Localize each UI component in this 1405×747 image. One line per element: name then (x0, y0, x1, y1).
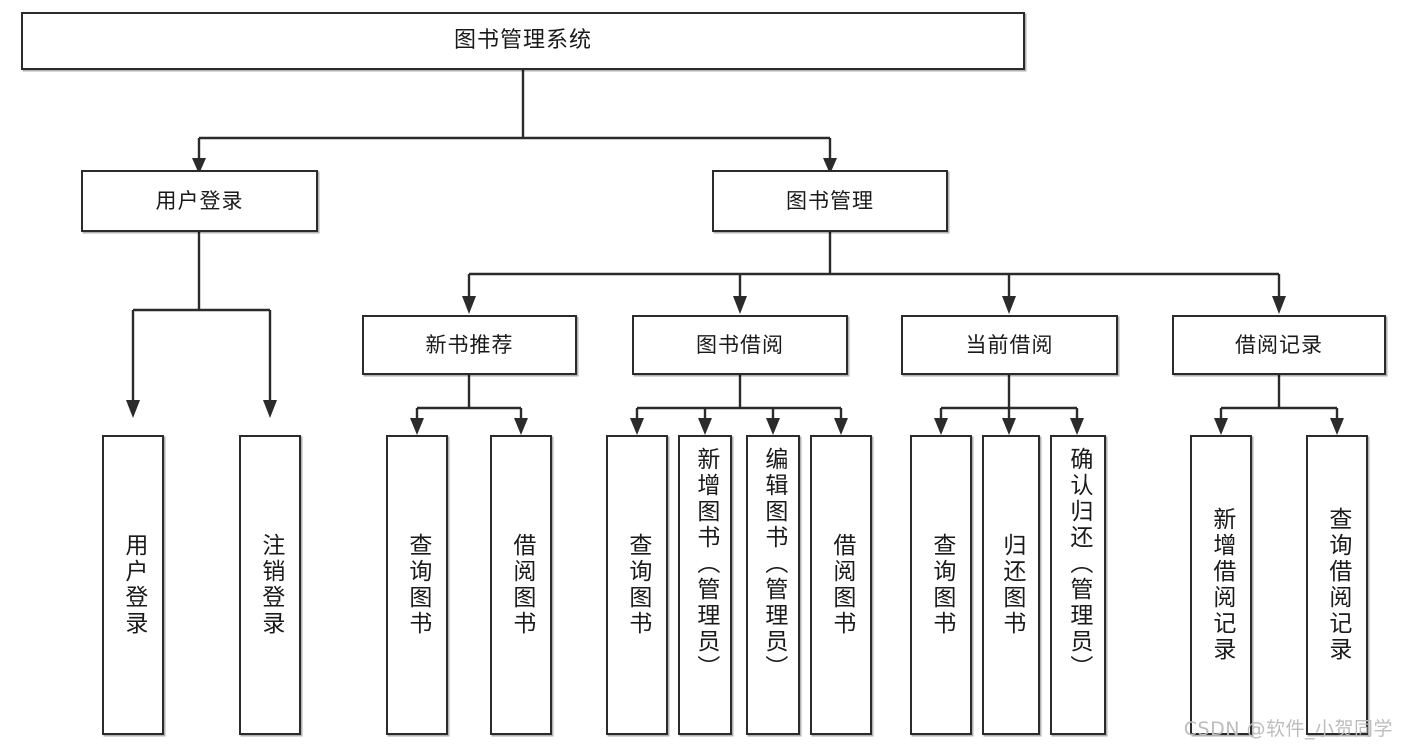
node-label-leaf-borrow-book-1: 借阅图书 (508, 533, 535, 637)
node-label-leaf-add-book: 新增图书（管理员） (692, 447, 719, 681)
node-new-book-recommend[interactable]: 新书推荐 (362, 315, 577, 375)
node-label-leaf-user-logout: 注销登录 (257, 533, 284, 637)
node-label-new-book-recommend: 新书推荐 (425, 332, 514, 357)
node-label-leaf-query-book-1: 查询图书 (404, 533, 431, 637)
node-leaf-add-record[interactable]: 新增借阅记录 (1190, 435, 1252, 735)
node-label-current-borrow: 当前借阅 (965, 332, 1054, 357)
node-label-leaf-edit-book: 编辑图书（管理员） (760, 447, 787, 681)
node-book-borrow[interactable]: 图书借阅 (632, 315, 848, 375)
node-leaf-return-book[interactable]: 归还图书 (982, 435, 1040, 735)
node-label-user-login: 用户登录 (155, 188, 244, 213)
node-label-leaf-borrow-book-2: 借阅图书 (828, 533, 855, 637)
node-leaf-query-book-1[interactable]: 查询图书 (386, 435, 448, 735)
node-leaf-borrow-book-1[interactable]: 借阅图书 (490, 435, 552, 735)
node-label-book-management: 图书管理 (786, 188, 874, 213)
node-label-leaf-query-book-3: 查询图书 (928, 533, 955, 637)
node-leaf-query-book-3[interactable]: 查询图书 (910, 435, 972, 735)
connector-user-login-to-leaves (126, 232, 277, 418)
connector-new-book-recommend-to-leaves (410, 375, 528, 435)
node-label-leaf-confirm-return: 确认归还（管理员） (1065, 447, 1092, 681)
node-root-system[interactable]: 图书管理系统 (21, 12, 1025, 70)
node-book-management[interactable]: 图书管理 (712, 170, 948, 232)
node-leaf-query-book-2[interactable]: 查询图书 (606, 435, 668, 735)
node-leaf-query-record[interactable]: 查询借阅记录 (1306, 435, 1368, 735)
connector-book-borrow-to-leaves (630, 375, 848, 435)
node-leaf-add-book[interactable]: 新增图书（管理员） (678, 435, 732, 735)
node-label-root: 图书管理系统 (453, 28, 592, 54)
node-leaf-edit-book[interactable]: 编辑图书（管理员） (746, 435, 800, 735)
node-user-login[interactable]: 用户登录 (81, 170, 318, 232)
node-borrow-record[interactable]: 借阅记录 (1172, 315, 1386, 375)
node-label-leaf-add-record: 新增借阅记录 (1208, 507, 1235, 663)
node-label-leaf-user-login: 用户登录 (120, 533, 147, 637)
connector-root-to-level2 (192, 70, 837, 174)
connector-book-management-to-level3 (462, 232, 1286, 314)
node-leaf-confirm-return[interactable]: 确认归还（管理员） (1050, 435, 1106, 735)
node-leaf-borrow-book-2[interactable]: 借阅图书 (810, 435, 872, 735)
node-current-borrow[interactable]: 当前借阅 (901, 315, 1118, 375)
node-label-borrow-record: 借阅记录 (1235, 332, 1323, 357)
connector-current-borrow-to-leaves (934, 375, 1084, 435)
node-label-leaf-query-record: 查询借阅记录 (1324, 507, 1351, 663)
node-leaf-user-login[interactable]: 用户登录 (102, 435, 164, 735)
node-label-leaf-query-book-2: 查询图书 (624, 533, 651, 637)
node-leaf-user-logout[interactable]: 注销登录 (239, 435, 301, 735)
node-label-book-borrow: 图书借阅 (696, 332, 784, 357)
node-label-leaf-return-book: 归还图书 (998, 533, 1025, 637)
connector-borrow-record-to-leaves (1214, 375, 1344, 435)
watermark-text: CSDN @软件_小贺同学 (1183, 718, 1393, 740)
